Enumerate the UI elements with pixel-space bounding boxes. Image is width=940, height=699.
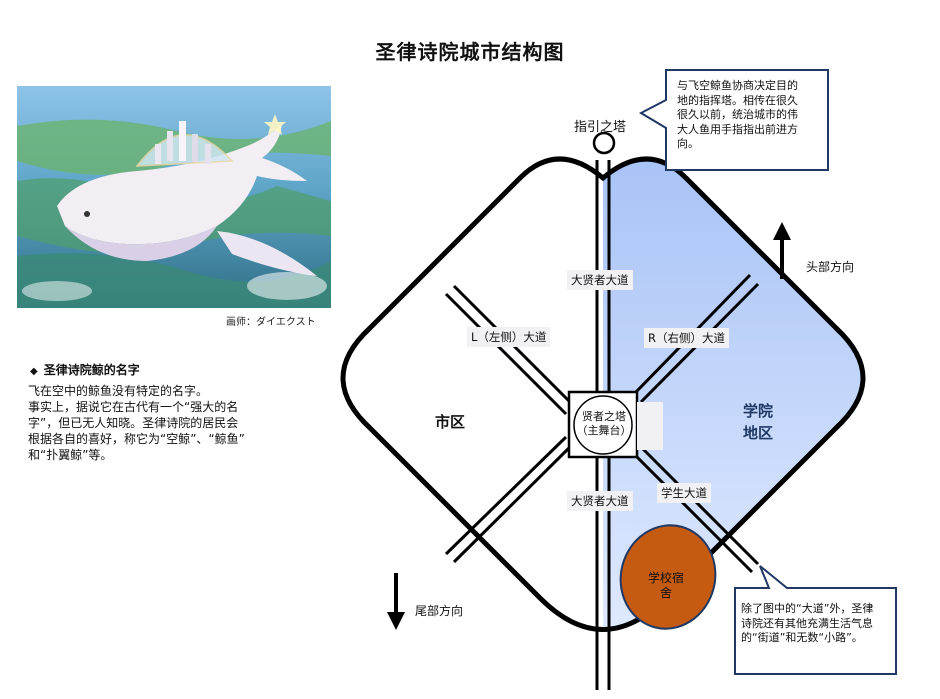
student-road-line: [639, 445, 760, 566]
arrow-down-icon: [387, 573, 405, 630]
roads-note-line: 除了图中的“大道”外，圣律: [741, 602, 874, 615]
sage-tower-circle: [573, 395, 633, 455]
sw-road-line: [444, 435, 568, 556]
arrow-up-icon: [773, 222, 791, 279]
whale-name-body: 飞在空中的鲸鱼没有特定的名字。 事实上，据说它在古代有一个“强大的名 字”，但已…: [28, 383, 288, 463]
sw-road-line: [452, 444, 573, 564]
guiding-tower-label: 指引之塔: [574, 120, 627, 135]
illustration-credit: 画师：ダイエクスト: [226, 317, 316, 328]
dormitory-shape: [619, 524, 717, 630]
diamond-bullet-icon: ◆: [30, 366, 38, 377]
academy-district-label-line: 地区: [742, 424, 773, 442]
whale-illustration: [17, 86, 331, 308]
tail-direction-label: 尾部方向: [415, 604, 464, 618]
sage-tower-label: 贤者之塔 （主舞台）: [572, 410, 636, 438]
whale-name-heading-text: 圣律诗院鲸的名字: [43, 363, 140, 377]
tower-note-line: 与飞空鲸鱼协商决定目的: [677, 79, 798, 92]
tower-note-callout: [638, 69, 829, 171]
city-boundary: [340, 156, 866, 632]
great-sage-road-south-label: 大贤者大道: [567, 491, 633, 511]
tower-note-text: 与飞空鲸鱼协商决定目的 地的指挥塔。相传在很久 很久以前，统治城市的伟 大人鱼用…: [677, 79, 798, 152]
l-road-line: [444, 292, 568, 416]
whale-name-line: 飞在空中的鲸鱼没有特定的名字。: [28, 384, 209, 398]
guiding-tower-icon: [592, 131, 616, 155]
dormitory-label-line: 舍: [659, 586, 672, 600]
tower-note-line: 向。: [677, 137, 699, 150]
city-district-label: 市区: [434, 413, 465, 431]
sage-tower-label-line: （主舞台）: [576, 424, 632, 437]
roads-note-line: 诗院还有其他充满生活气息: [741, 616, 873, 630]
whale-name-line: 和“扑翼鲸”等。: [28, 448, 113, 462]
student-road-label: 学生大道: [657, 483, 711, 503]
l-road-label: L（左侧）大道: [467, 327, 551, 347]
great-sage-road-north-label: 大贤者大道: [567, 270, 633, 290]
whale-name-heading: ◆ 圣律诗院鲸的名字: [30, 361, 140, 378]
page-title: 圣律诗院城市结构图: [375, 40, 565, 64]
whale-name-line: 字”，但已无人知晓。圣律诗院的居民会: [28, 416, 239, 430]
student-road-line: [634, 454, 754, 574]
whale-name-line: 根据各自的喜好，称它为“空鲸”、“鲸鱼”: [28, 432, 245, 446]
dormitory-label-line: 学校宿: [647, 571, 684, 585]
sage-tower-shadow: [637, 402, 663, 450]
whale-name-line: 事实上，据说它在古代有一个“强大的名: [28, 400, 239, 414]
head-direction-label: 头部方向: [806, 260, 855, 274]
roads-note-text: 除了图中的“大道”外，圣律 诗院还有其他充满生活气息 的“街道”和无数“小路”。: [741, 602, 873, 646]
tower-note-line: 很久以前，统治城市的伟: [677, 108, 798, 121]
tower-note-line: 地的指挥塔。相传在很久: [677, 93, 798, 107]
dormitory-label: 学校宿 舍: [636, 571, 696, 601]
roads-note-callout: [734, 565, 897, 675]
tower-note-line: 大人鱼用手指指出前进方: [677, 122, 798, 136]
r-road-label: R（右侧）大道: [644, 328, 729, 348]
sage-tower-label-line: 贤者之塔: [582, 410, 626, 423]
academy-district-label: 学院 地区: [728, 400, 788, 444]
sage-tower-square: [567, 390, 639, 459]
academy-district-label-line: 学院: [742, 402, 773, 420]
roads-note-line: 的“街道”和无数“小路”。: [741, 631, 863, 644]
